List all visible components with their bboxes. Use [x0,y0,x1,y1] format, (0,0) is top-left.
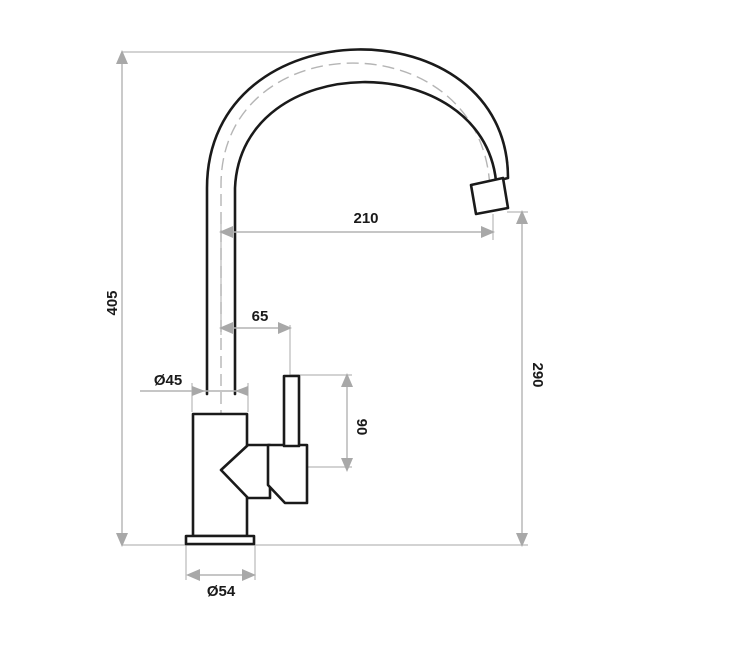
arrow-left-icon [235,386,248,396]
lever-mount [219,443,272,500]
extension-lines [122,51,528,580]
arrow-left-icon [219,322,233,334]
arrow-up-icon [341,373,353,387]
dim-total-height-label: 405 [104,290,121,315]
arrow-up-icon [516,210,528,224]
faucet-outline [184,48,510,546]
spout-nozzle [469,176,510,216]
dim-body-diameter-label: Ø45 [154,372,182,389]
arrow-down-icon [516,533,528,547]
spout-gooseneck [205,48,510,396]
base-plate [184,534,256,546]
dim-lever-offset-label: 65 [252,308,269,325]
lever-handle [282,374,301,448]
dimension-lines [116,50,528,581]
arrow-right-icon [242,569,256,581]
dim-base-diameter-label: Ø54 [207,583,236,600]
dimension-labels: 405 210 65 Ø45 90 290 Ø54 [104,210,546,600]
dim-spout-reach-label: 210 [353,210,378,227]
dim-lever-height-label: 90 [353,419,370,436]
arrow-left-icon [186,569,200,581]
arrow-down-icon [116,533,128,547]
handle-block [266,443,309,505]
dim-spout-clearance-label: 290 [529,362,546,387]
arrow-up-icon [116,50,128,64]
arrow-right-icon [192,386,205,396]
arrow-left-icon [219,226,233,238]
arrow-down-icon [341,458,353,472]
arrow-right-icon [481,226,495,238]
arrow-right-icon [278,322,292,334]
